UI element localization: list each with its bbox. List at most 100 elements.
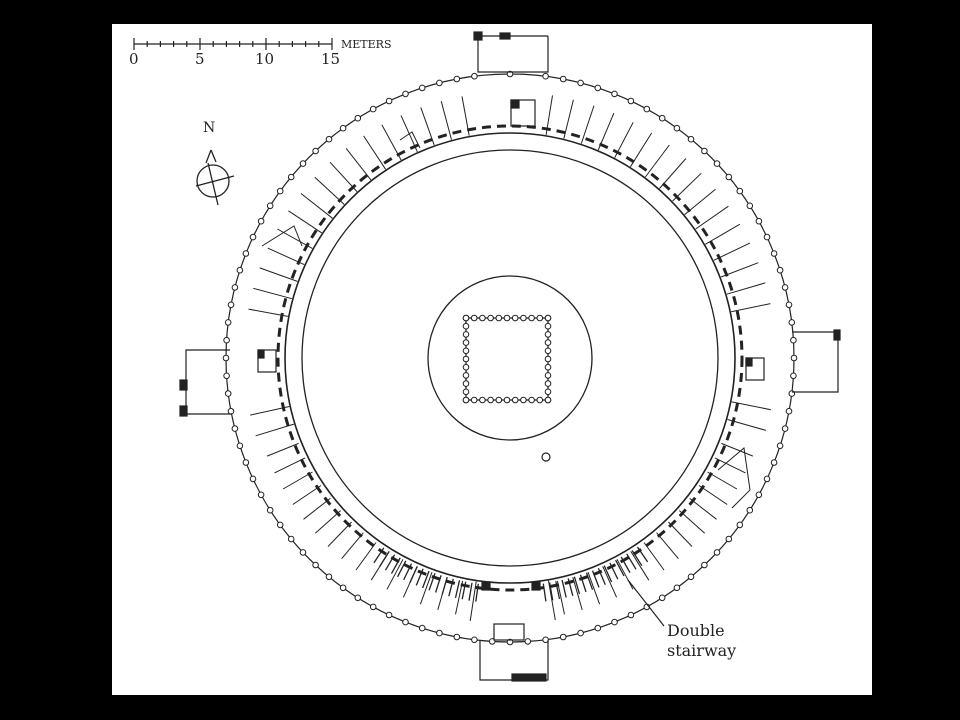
scale-bar: [133, 38, 333, 50]
column: [436, 79, 443, 87]
column: [736, 521, 744, 529]
column: [402, 90, 409, 98]
stair-step: [636, 546, 649, 563]
stairway-leader-line: [627, 579, 665, 627]
column: [436, 629, 443, 637]
column: [224, 319, 232, 326]
chamber-wall: [668, 521, 693, 547]
column: [785, 301, 793, 309]
square-column: [544, 363, 552, 371]
chamber-wall: [419, 572, 433, 605]
stair-step: [434, 575, 442, 593]
square-column: [544, 314, 552, 322]
column: [222, 354, 230, 362]
square-column: [536, 396, 544, 404]
west-broken-wall: [261, 225, 303, 247]
stair-step: [373, 547, 385, 564]
square-column: [520, 314, 527, 322]
chamber-wall: [267, 247, 305, 266]
square-column: [544, 372, 552, 379]
inner-ring: [301, 149, 719, 567]
column: [471, 72, 478, 80]
stair-step: [441, 577, 448, 595]
column: [227, 301, 235, 309]
square-column: [511, 396, 519, 404]
column: [627, 611, 635, 619]
column: [524, 638, 532, 645]
chamber-wall: [720, 262, 759, 278]
square-column: [462, 314, 470, 322]
chamber-wall: [461, 96, 470, 136]
column: [577, 79, 584, 87]
chamber-wall: [656, 532, 679, 560]
square-column: [495, 314, 503, 322]
chamber-wall: [714, 457, 746, 474]
column: [559, 75, 567, 83]
column: [249, 475, 257, 483]
chamber-wall: [659, 158, 687, 189]
stair-step: [585, 572, 594, 590]
column: [701, 147, 708, 155]
chamber-wall: [363, 135, 387, 170]
column: [673, 124, 681, 132]
dashed-ring: [276, 124, 744, 592]
square-column: [462, 322, 470, 330]
column: [287, 173, 295, 181]
chamber-wall: [259, 267, 298, 282]
scale-tick-15: 15: [321, 50, 340, 68]
chamber-wall: [440, 100, 452, 140]
square-column: [462, 363, 470, 371]
stair-step: [454, 580, 461, 599]
plan-rings: [225, 73, 795, 643]
stair-step: [468, 582, 473, 601]
column: [369, 105, 377, 113]
column: [611, 618, 618, 626]
square-column: [544, 347, 552, 355]
chamber-wall: [250, 406, 290, 416]
column: [673, 584, 681, 592]
column: [312, 147, 319, 155]
column: [542, 636, 549, 644]
stair-step: [615, 559, 625, 577]
chamber-wall: [580, 105, 595, 144]
column: [236, 266, 244, 274]
square-column: [544, 322, 552, 330]
east-broken-wall: [717, 447, 751, 509]
square-column: [470, 396, 478, 404]
column: [542, 72, 549, 80]
stair-step: [561, 579, 567, 598]
square-column: [462, 355, 470, 363]
square-column: [479, 314, 486, 322]
column: [725, 535, 733, 543]
column: [287, 535, 295, 543]
square-column: [462, 396, 470, 404]
column: [453, 75, 461, 83]
column: [224, 390, 232, 397]
chamber-wall: [327, 521, 352, 547]
column: [790, 372, 797, 380]
east-entrance: [745, 329, 841, 393]
column: [266, 506, 274, 514]
chamber-wall: [420, 107, 435, 146]
column: [354, 594, 362, 602]
column: [701, 561, 708, 569]
square-column: [544, 355, 552, 363]
square-column: [503, 314, 511, 322]
column: [418, 624, 426, 632]
column: [736, 187, 744, 195]
column: [418, 84, 426, 92]
chamber-wall: [587, 572, 601, 605]
column: [763, 233, 771, 241]
column: [231, 284, 239, 291]
square-column: [511, 314, 519, 322]
column: [627, 97, 635, 105]
outer-wall-ring: [284, 132, 736, 584]
stair-step: [626, 553, 637, 570]
stair-step: [475, 583, 479, 602]
stair-step: [403, 563, 413, 581]
column: [781, 284, 789, 291]
chamber-wall: [727, 419, 767, 431]
scale-tick-0: 0: [129, 50, 139, 68]
north-label: N: [203, 120, 215, 136]
